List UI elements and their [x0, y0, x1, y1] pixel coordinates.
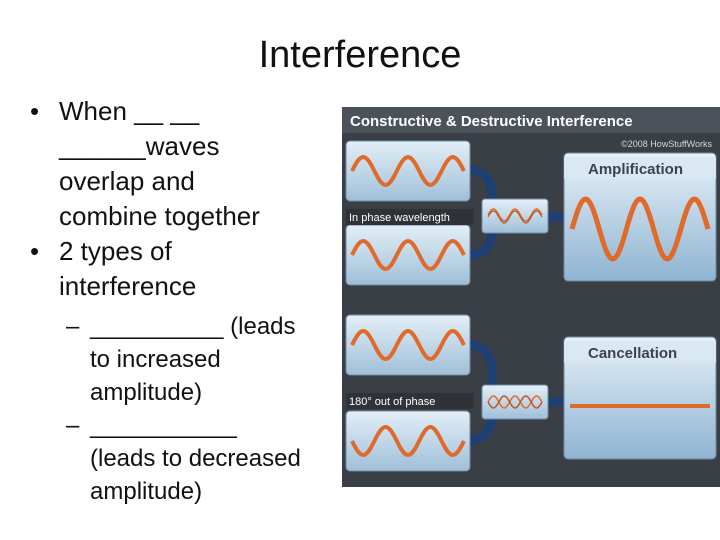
wave-panel-bottom-1	[345, 314, 471, 376]
bullet-line: When __ __	[59, 96, 200, 126]
sine-wave	[569, 196, 711, 262]
bullet-line: ______waves	[59, 131, 220, 161]
sub-bullet-line: ___________	[90, 412, 237, 439]
sine-wave	[487, 210, 543, 224]
bullet-line: 2 types of	[59, 236, 172, 266]
sine-wave	[350, 328, 466, 362]
result-panel-cancellation: Cancellation	[563, 336, 717, 460]
pipe	[467, 231, 497, 260]
bullet-item: • 2 types of interference	[28, 234, 338, 304]
bullet-marker: •	[30, 96, 40, 126]
sine-wave	[487, 208, 543, 222]
pipe	[467, 340, 497, 402]
result-label-cancellation: Cancellation	[588, 345, 677, 362]
bullet-line: overlap and	[59, 166, 195, 196]
wave-panel-top-1	[345, 140, 471, 202]
label-in-phase: In phase wavelength	[349, 212, 450, 224]
header-bar	[342, 107, 720, 133]
sub-bullet-marker: –	[66, 412, 80, 439]
bullet-marker: •	[30, 236, 40, 266]
sine-wave	[487, 395, 543, 409]
wave-panel-top-2	[345, 224, 471, 286]
interference-diagram-svg: Constructive & Destructive Interference …	[342, 107, 720, 487]
sub-bullet-line: (leads to decreased	[90, 445, 301, 472]
sub-bullet-line: __________ (leads	[90, 313, 296, 340]
bullet-item: • When __ __ ______waves overlap and com…	[28, 94, 338, 234]
copyright-text: ©2008 HowStuffWorks	[621, 139, 712, 149]
pipe	[467, 165, 497, 217]
interference-diagram: Constructive & Destructive Interference …	[342, 107, 720, 487]
label-bar	[346, 209, 474, 225]
sub-bullet-line: amplitude)	[90, 478, 203, 505]
bullet-line: interference	[59, 271, 197, 301]
sine-wave	[487, 395, 543, 409]
sub-bullet-line: amplitude)	[90, 379, 203, 406]
diagram-header: Constructive & Destructive Interference	[350, 113, 633, 130]
sine-wave	[350, 154, 466, 188]
mix-panel-in-phase	[481, 198, 549, 234]
sub-bullet-line: to increased	[90, 346, 221, 373]
wave-panel-bottom-2	[345, 410, 471, 472]
result-panel-amplification: Amplification	[563, 152, 717, 282]
bullet-list: • When __ __ ______waves overlap and com…	[28, 94, 338, 508]
mix-panel-out-of-phase	[481, 384, 549, 420]
label-bar	[346, 393, 474, 409]
bullet-line: combine together	[59, 201, 260, 231]
sub-bullet-item: – ___________ (leads to decreased amplit…	[28, 409, 338, 508]
sub-bullet-marker: –	[66, 313, 80, 340]
label-out-of-phase: 180° out of phase	[349, 396, 435, 408]
slide-title: Interference	[258, 34, 462, 76]
sine-wave	[350, 424, 466, 458]
sine-wave	[350, 238, 466, 272]
result-label-amplification: Amplification	[588, 161, 683, 178]
sub-bullet-item: – __________ (leads to increased amplitu…	[28, 310, 338, 409]
